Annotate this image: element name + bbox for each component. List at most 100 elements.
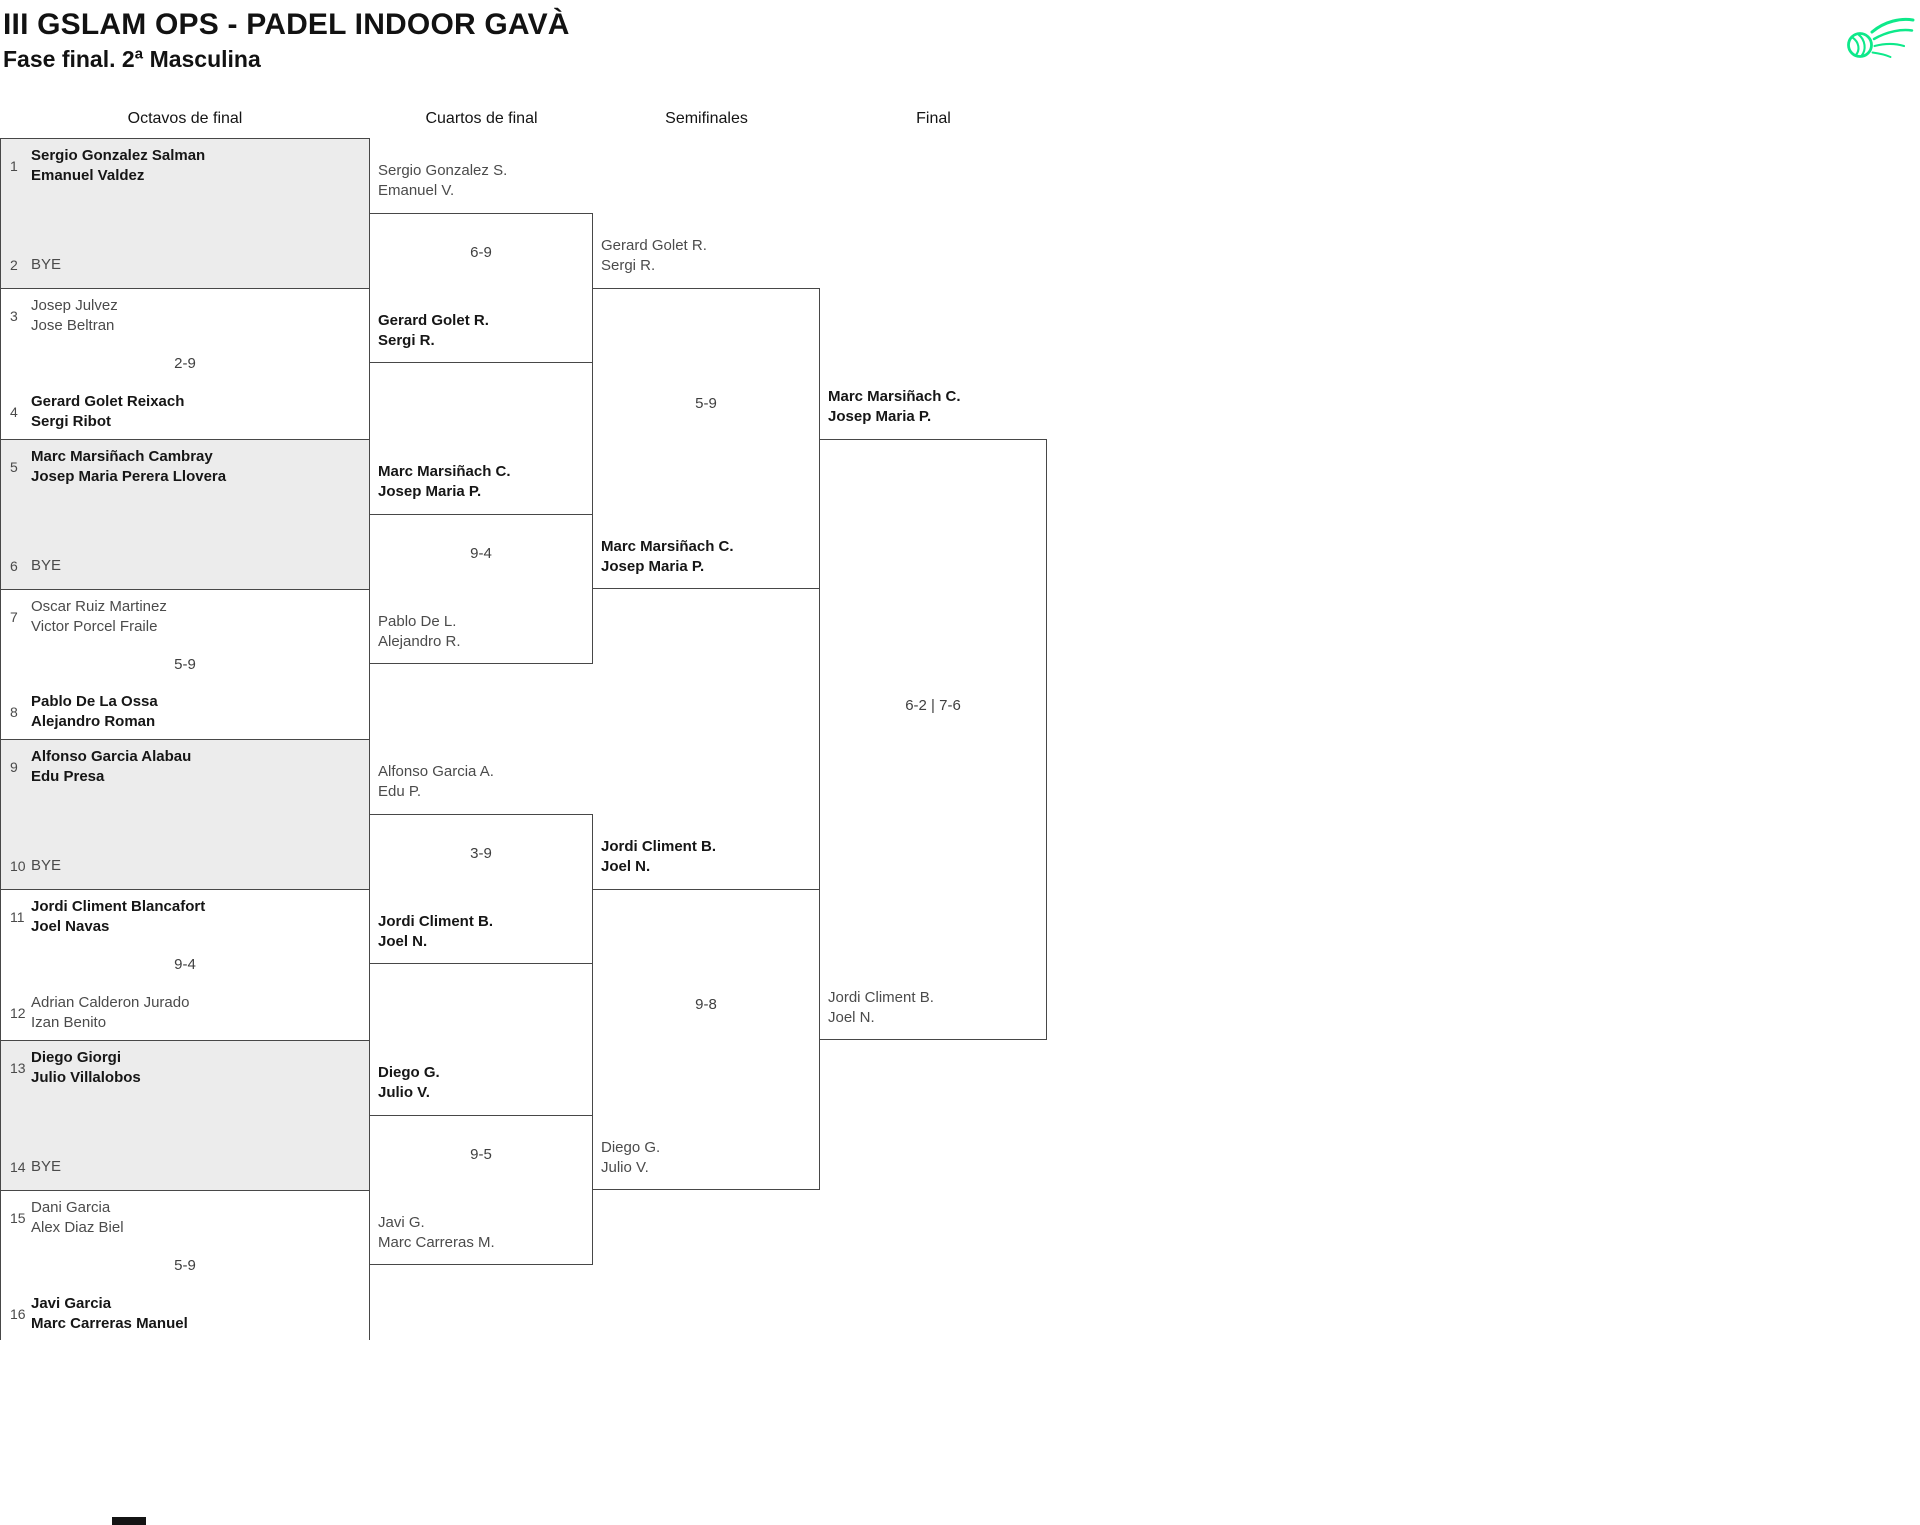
bye-slot: 2 BYE <box>10 255 361 275</box>
team-name-line: Emanuel V. <box>378 182 455 200</box>
round-header-final: Final <box>916 110 951 127</box>
team-names: BYE <box>31 1157 61 1177</box>
team-name-line: Marc Carreras M. <box>378 1233 495 1251</box>
seed-number: 11 <box>10 909 25 926</box>
team-name-line: Edu Presa <box>31 768 105 785</box>
participant-label: Gerard Golet R.Sergi R. <box>601 236 811 276</box>
participant-label: Diego G.Julio V. <box>378 1063 584 1103</box>
team-name-line: Julio Villalobos <box>31 1068 141 1086</box>
match-score: 9-8 <box>695 996 717 1014</box>
team-name-line: Julio V. <box>378 1083 430 1101</box>
team-name-line: Josep Maria P. <box>378 482 482 500</box>
team-name-line: Gerard Golet R. <box>601 237 707 255</box>
seed-number: 12 <box>10 1004 26 1021</box>
match-score: 5-9 <box>695 395 717 413</box>
cuartos-match <box>369 1114 593 1265</box>
cropped-footer-mark <box>112 1517 146 1525</box>
participant-label: Jordi Climent B.Joel N. <box>601 837 811 877</box>
team-name-line: Emanuel Valdez <box>31 167 145 184</box>
team-name-line: BYE <box>31 556 62 574</box>
team-name-line: Sergi Ribot <box>31 412 112 430</box>
team-name-line: Diego G. <box>601 1138 661 1156</box>
team-name-line: Joel N. <box>378 933 428 951</box>
team-name-line: Izan Benito <box>31 1013 107 1031</box>
team-name-line: Alex Diaz Biel <box>31 1218 124 1236</box>
team-name-line: Javi G. <box>378 1213 425 1231</box>
seed-number: 1 <box>10 158 18 174</box>
team-names: BYE <box>31 856 61 876</box>
team-name-line: Josep Maria Perera Llovera <box>31 467 227 485</box>
team-name-line: Josep Julvez <box>31 297 118 315</box>
match-score: 2-9 <box>174 355 196 373</box>
team-name-line: Pablo De L. <box>378 612 457 630</box>
team-name-line: Jordi Climent Blancafort <box>31 898 206 916</box>
team-name-line: Joel N. <box>828 1008 875 1026</box>
match-score: 9-4 <box>470 544 492 562</box>
participant-label: Jordi Climent B. Joel N. <box>828 988 1038 1028</box>
match-score: 6-2 | 7-6 <box>905 696 961 714</box>
participant-label: Marc Marsiñach C. Josep Maria P. <box>601 537 811 577</box>
team-name-line: Gerard Golet R. <box>378 312 489 330</box>
team-name-line: Josep Maria P. <box>601 557 705 575</box>
team-name-line: BYE <box>31 1157 62 1175</box>
team-name-line: Marc Marsiñach C. <box>828 387 961 405</box>
round-header-cuartos: Cuartos de final <box>425 110 538 127</box>
seed-number: 13 <box>10 1059 26 1076</box>
seed-number: 7 <box>10 608 18 625</box>
match-score: 9-5 <box>470 1145 492 1163</box>
seed-number: 5 <box>10 458 18 475</box>
seed-number: 2 <box>10 257 18 274</box>
team-name-line: Pablo De La Ossa <box>31 693 158 710</box>
team-name-line: Gerard Golet Reixach <box>31 392 185 410</box>
team-name-line: Alfonso Garcia Alabau <box>31 748 192 765</box>
match-score: 3-9 <box>470 845 492 863</box>
seed-number: 3 <box>10 308 18 325</box>
team-names: BYE <box>31 556 61 576</box>
participant-label: Pablo De L. Alejandro R. <box>378 612 584 652</box>
cuartos-match <box>369 513 593 664</box>
team-name-line: Javi Garcia <box>31 1295 112 1312</box>
team-name-line: Marc Carreras Manuel <box>31 1315 188 1332</box>
team-name-line: Alejandro Roman <box>31 713 156 730</box>
team-name-line: Alejandro R. <box>378 632 461 650</box>
match-score: 5-9 <box>174 655 196 673</box>
participant-label: Jordi Climent B.Joel N. <box>378 912 584 952</box>
team-name-line: BYE <box>31 857 62 875</box>
semifinales-match <box>592 889 820 1190</box>
team-name-line: Marc Marsiñach C. <box>601 537 734 555</box>
page-title: III GSLAM OPS - PADEL INDOOR GAVÀ <box>3 8 570 41</box>
team-names: BYE <box>31 255 61 275</box>
team-name-line: Dani Garcia <box>31 1198 111 1216</box>
team-name-line: Oscar Ruiz Martinez <box>31 597 167 615</box>
team-name-line: Diego Giorgi <box>31 1048 121 1066</box>
team-name-line: Jordi Climent B. <box>828 988 934 1006</box>
team-name-line: Joel Navas <box>31 918 110 936</box>
team-name-line: Jordi Climent B. <box>601 838 717 856</box>
